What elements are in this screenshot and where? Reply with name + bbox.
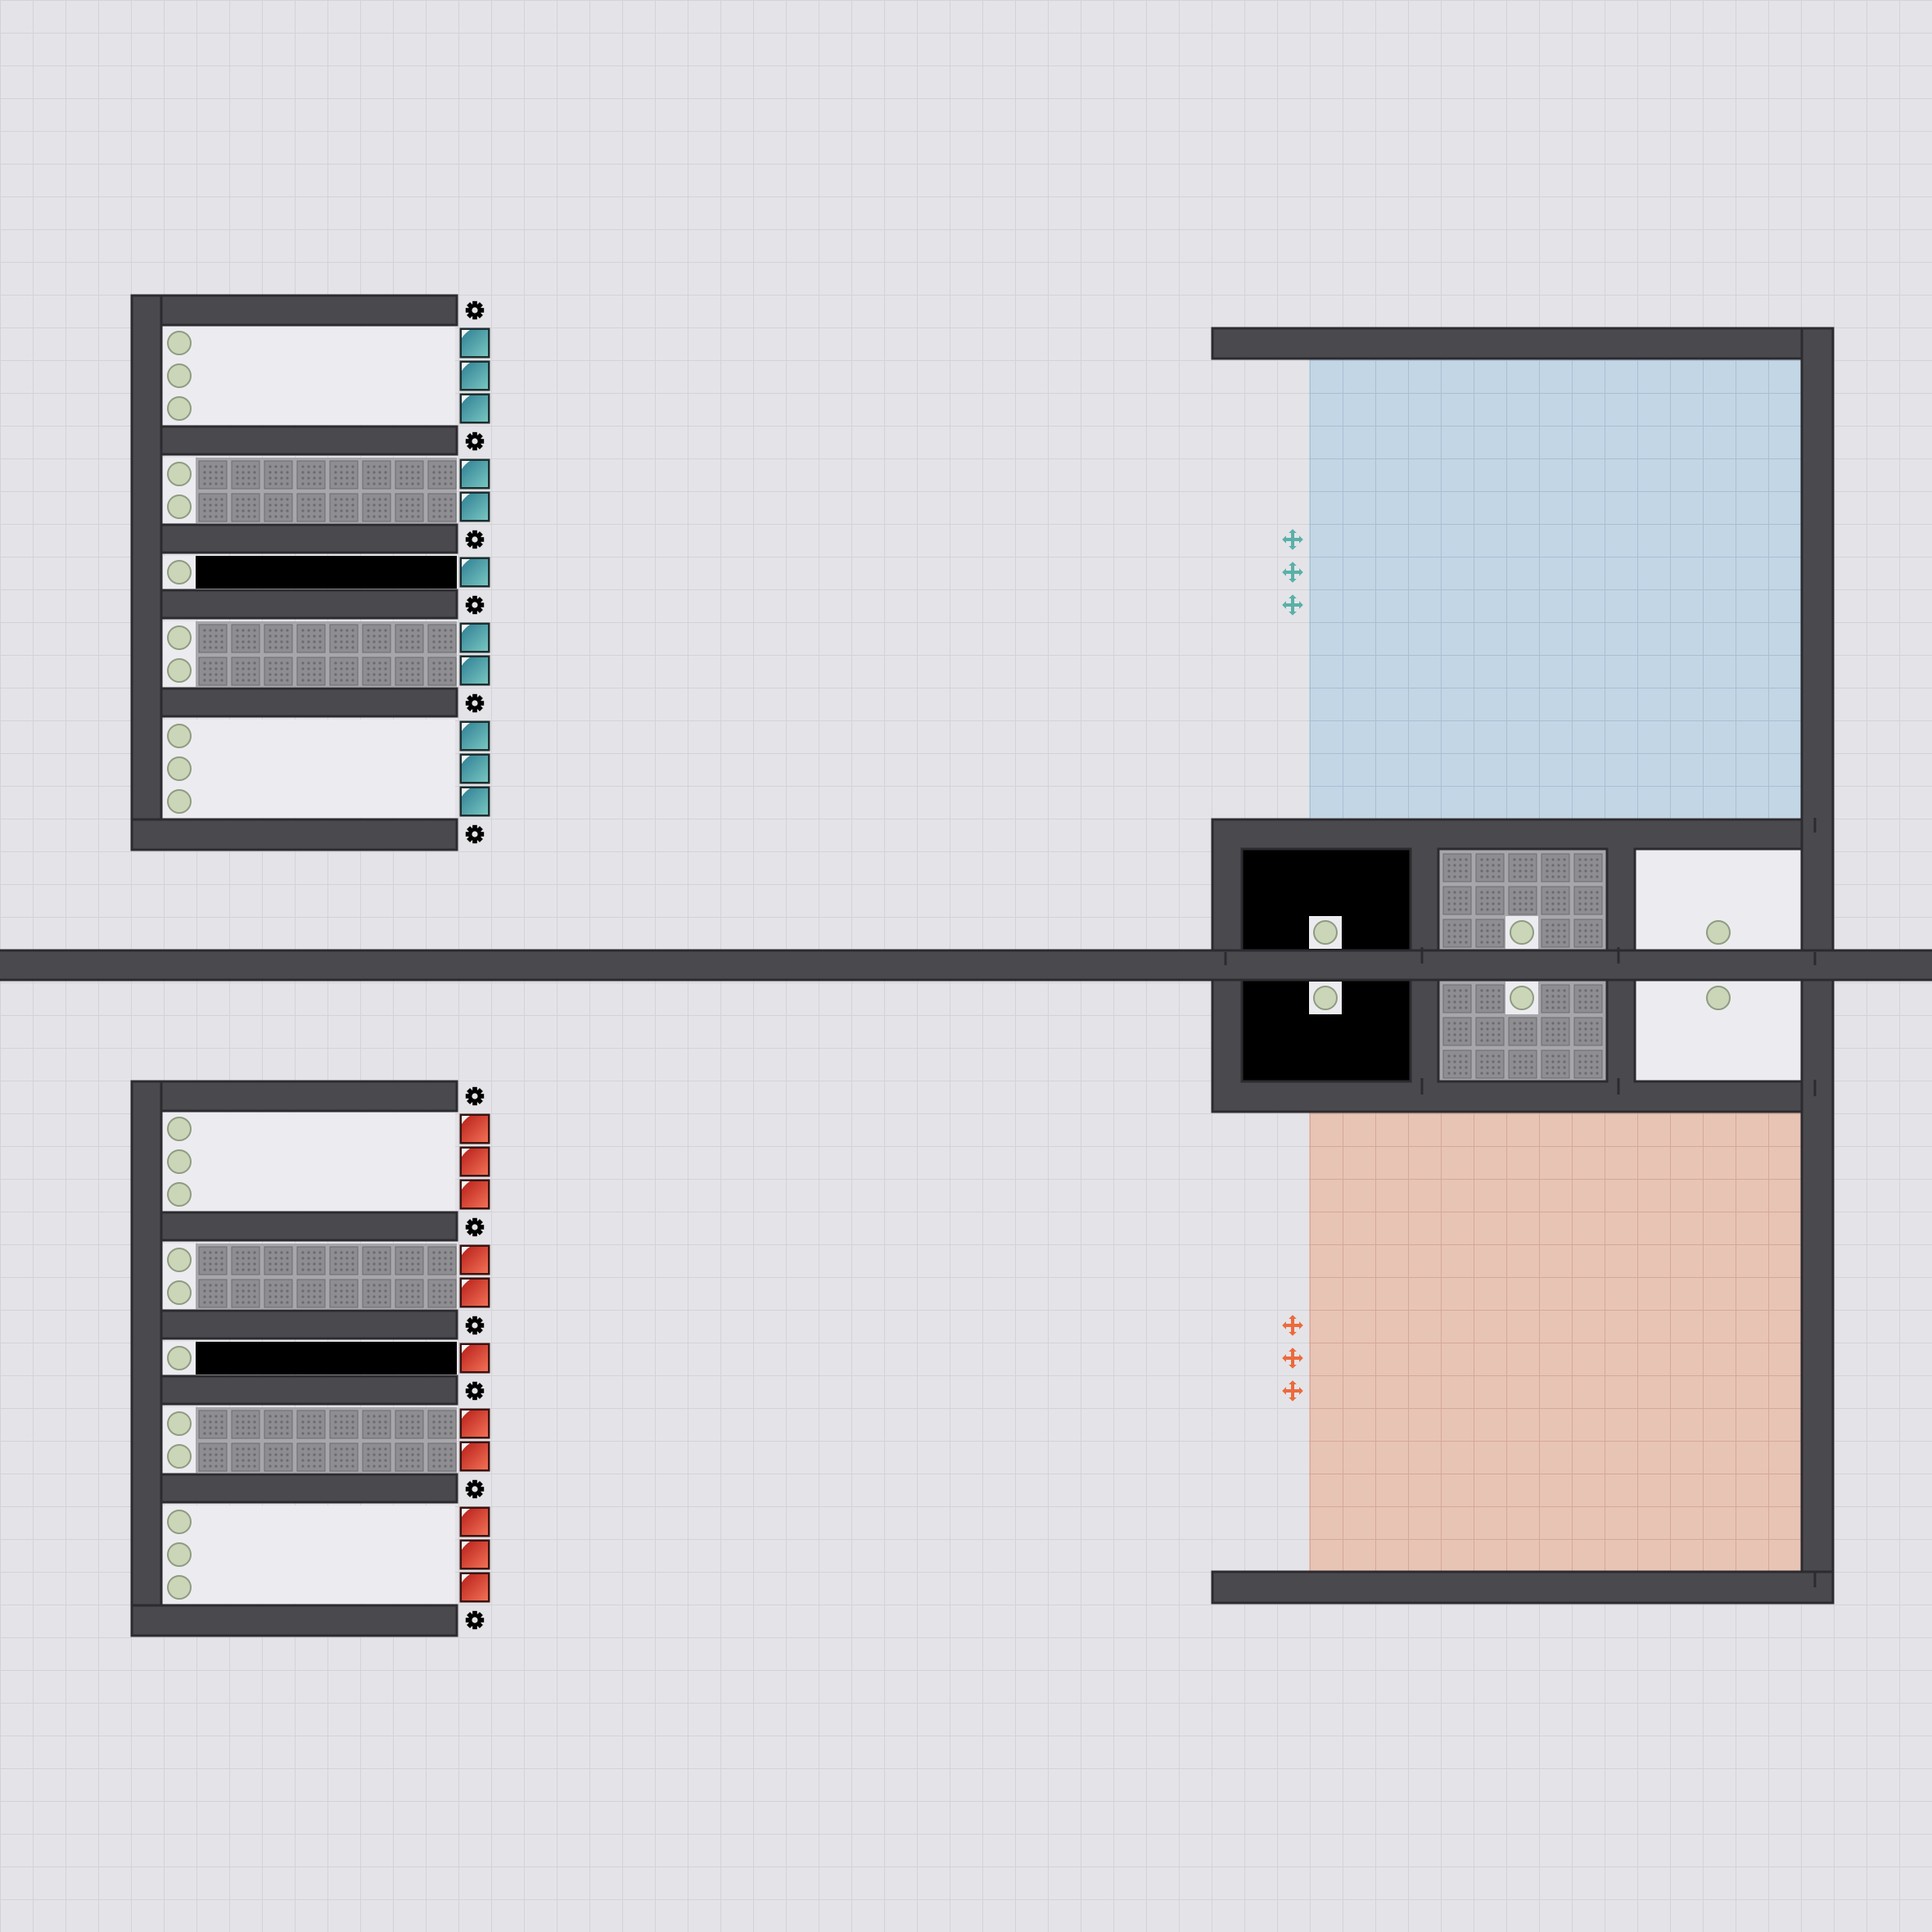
team-block-icon[interactable] — [459, 622, 490, 653]
team-block-icon[interactable] — [459, 1179, 490, 1210]
red-team-blocks — [459, 1113, 490, 1603]
spawn-token-icon[interactable] — [167, 625, 192, 650]
blue-base — [130, 294, 490, 851]
blue-base-floors — [163, 327, 455, 818]
spawn-token-icon[interactable] — [1510, 920, 1534, 945]
team-block-icon[interactable] — [459, 1343, 490, 1374]
blue-base-walls — [130, 294, 458, 851]
spawn-token-icon[interactable] — [1313, 986, 1338, 1010]
grate-floor — [196, 621, 457, 687]
gear-icon[interactable] — [465, 1316, 485, 1335]
spawn-token-icon[interactable] — [167, 396, 192, 421]
team-block-icon[interactable] — [459, 1146, 490, 1177]
team-block-icon[interactable] — [459, 1441, 490, 1472]
gear-icon[interactable] — [465, 1086, 485, 1106]
spawn-token-icon[interactable] — [167, 1510, 192, 1534]
void-pit — [196, 1342, 457, 1375]
blue-team-blocks — [459, 327, 490, 817]
team-block-icon[interactable] — [459, 753, 490, 784]
arena-walls — [0, 327, 1932, 1605]
spawn-token-icon[interactable] — [1510, 986, 1534, 1010]
spawn-token-icon[interactable] — [167, 363, 192, 388]
red-base — [130, 1080, 490, 1637]
void-pit — [196, 556, 457, 589]
team-block-icon[interactable] — [459, 393, 490, 424]
center-divider-wall — [0, 949, 1932, 982]
grate-floor — [196, 1407, 457, 1473]
gear-icon[interactable] — [465, 1217, 485, 1237]
red-team-zone[interactable] — [1309, 1113, 1801, 1571]
team-block-icon[interactable] — [459, 720, 490, 752]
spawn-token-icon[interactable] — [167, 1248, 192, 1272]
team-block-icon[interactable] — [459, 360, 490, 391]
blue-team-zone[interactable] — [1309, 359, 1801, 818]
divider-joints — [1224, 818, 1817, 1587]
spawn-tokens — [167, 331, 192, 814]
team-block-icon[interactable] — [459, 1244, 490, 1275]
team-block-icon[interactable] — [459, 1506, 490, 1537]
gear-icon[interactable] — [465, 824, 485, 844]
spawn-token-icon[interactable] — [167, 1182, 192, 1207]
team-block-icon[interactable] — [459, 1408, 490, 1439]
spawn-token-icon[interactable] — [167, 1542, 192, 1567]
gear-icon[interactable] — [465, 431, 485, 451]
spawn-token-icon[interactable] — [167, 1575, 192, 1600]
red-base-walls — [130, 1080, 458, 1637]
spawn-token-icon[interactable] — [1706, 986, 1731, 1010]
spawn-token-icon[interactable] — [167, 756, 192, 781]
team-block-icon[interactable] — [459, 1572, 490, 1603]
spawn-token-icon[interactable] — [167, 1280, 192, 1305]
gear-icon[interactable] — [465, 530, 485, 549]
spawn-token-icon[interactable] — [167, 494, 192, 519]
red-cross-markers — [1282, 1315, 1303, 1402]
team-block-icon[interactable] — [459, 1539, 490, 1570]
team-block-icon[interactable] — [459, 1113, 490, 1144]
team-block-icon[interactable] — [459, 655, 490, 686]
gear-icon[interactable] — [465, 1610, 485, 1630]
top-wall — [1211, 327, 1835, 360]
spawn-token-icon[interactable] — [167, 560, 192, 585]
spawn-token-icon[interactable] — [167, 1411, 192, 1436]
team-block-icon[interactable] — [459, 327, 490, 359]
team-block-icon[interactable] — [459, 786, 490, 817]
spawn-token-icon[interactable] — [167, 1346, 192, 1370]
spawn-token-icon[interactable] — [1706, 920, 1731, 945]
spawn-token-icon[interactable] — [167, 1149, 192, 1174]
gear-icon[interactable] — [465, 1479, 485, 1499]
gear-icon[interactable] — [465, 595, 485, 615]
team-block-icon[interactable] — [459, 491, 490, 522]
spawn-token-icon[interactable] — [167, 331, 192, 355]
gear-icon[interactable] — [465, 300, 485, 320]
gear-icon[interactable] — [465, 693, 485, 713]
team-block-icon[interactable] — [459, 458, 490, 490]
bottom-wall — [1211, 1570, 1835, 1605]
team-block-icon[interactable] — [459, 557, 490, 588]
spawn-token-icon[interactable] — [167, 462, 192, 486]
grate-floor — [196, 1244, 457, 1309]
spawn-token-icon[interactable] — [167, 789, 192, 814]
spawn-token-icon[interactable] — [167, 658, 192, 683]
spawn-token-icon[interactable] — [167, 1444, 192, 1469]
gear-icon[interactable] — [465, 1381, 485, 1401]
team-block-icon[interactable] — [459, 1277, 490, 1308]
grate-floor — [196, 458, 457, 523]
spawn-tokens — [167, 1117, 192, 1600]
blue-cross-markers — [1282, 529, 1303, 616]
spawn-tokens — [1309, 916, 1731, 1014]
spawn-token-icon[interactable] — [167, 724, 192, 748]
spawn-token-icon[interactable] — [167, 1117, 192, 1141]
spawn-token-icon[interactable] — [1313, 920, 1338, 945]
